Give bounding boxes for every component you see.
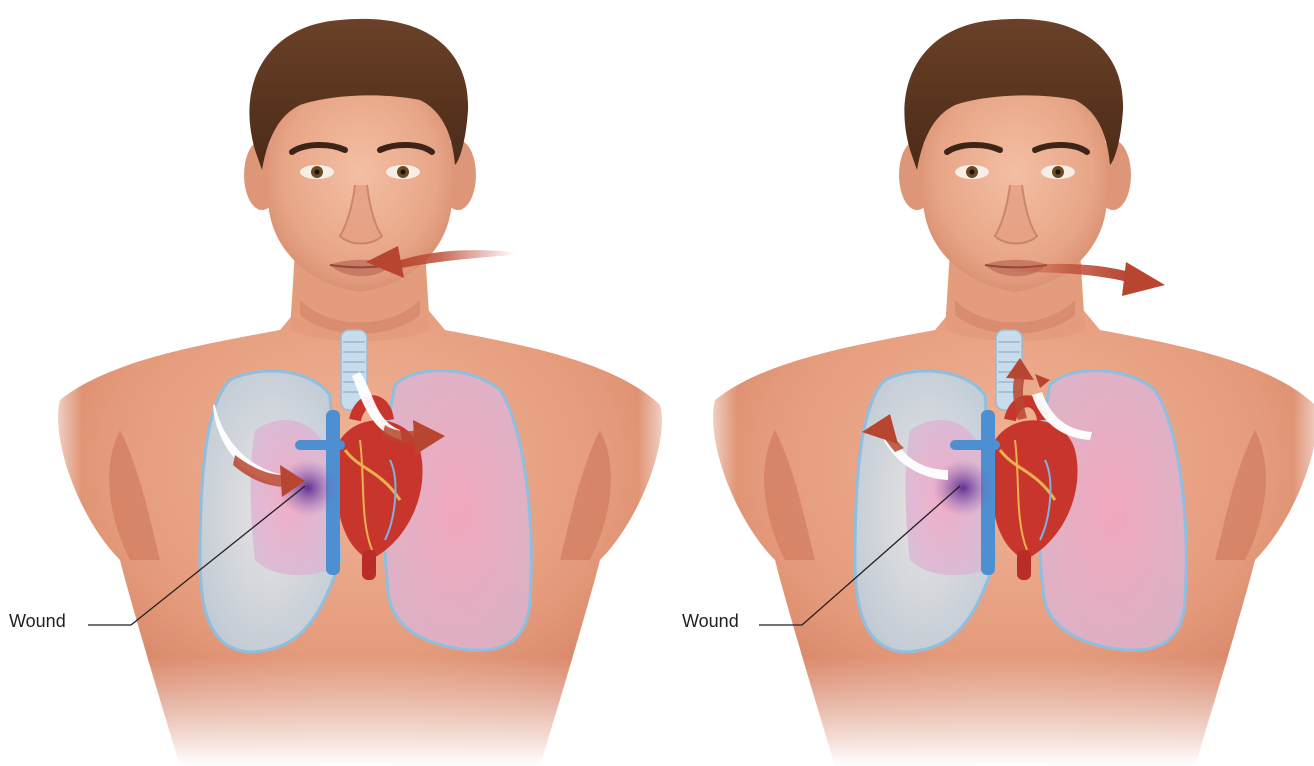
wound-label-left: Wound (9, 611, 66, 631)
wound-label-right: Wound (682, 611, 739, 631)
panel-left (40, 19, 680, 766)
wound-bruise-right (933, 460, 993, 516)
panel-right (695, 19, 1314, 766)
